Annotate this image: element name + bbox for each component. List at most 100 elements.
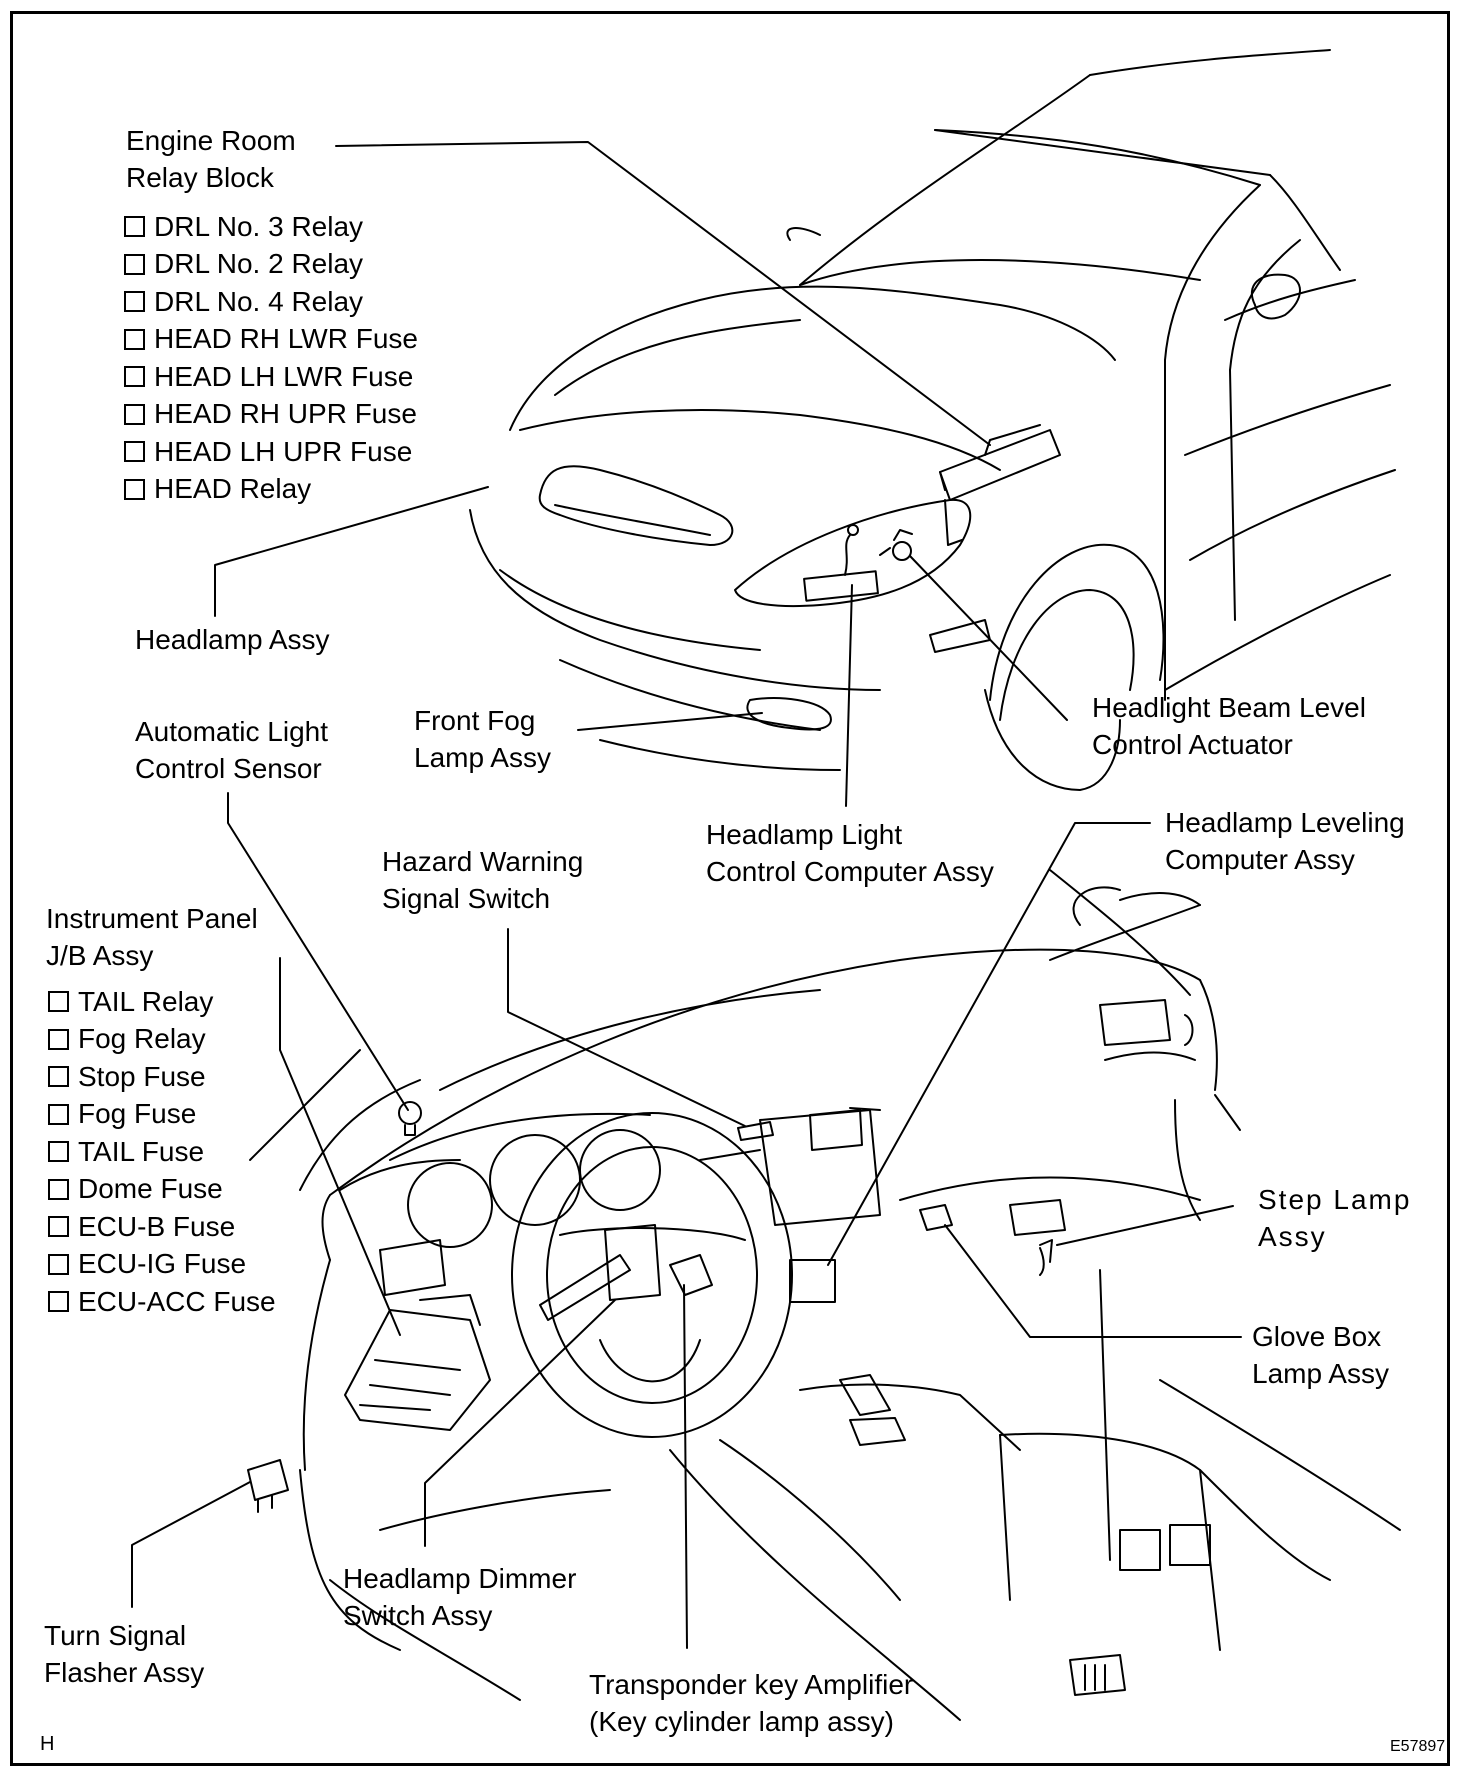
list-item: HEAD LH UPR Fuse — [124, 433, 418, 471]
list-item-text: DRL No. 2 Relay — [154, 248, 364, 280]
label-line: Front Fog — [414, 705, 536, 736]
label-front-fog-lamp-assy: Front Fog Lamp Assy — [414, 702, 551, 776]
label-line: Engine Room — [126, 125, 296, 156]
list-item: HEAD RH UPR Fuse — [124, 396, 418, 434]
label-line: Lamp Assy — [414, 742, 551, 773]
checkbox-square-icon — [48, 1066, 69, 1088]
checkbox-square-icon — [48, 1141, 69, 1163]
list-item: DRL No. 2 Relay — [124, 246, 418, 284]
label-line: Headlamp Assy — [135, 624, 330, 655]
list-item-text: Stop Fuse — [78, 1060, 206, 1092]
checkbox-square-icon — [124, 291, 145, 313]
label-headlamp-leveling-computer-assy: Headlamp Leveling Computer Assy — [1165, 804, 1405, 878]
checkbox-square-icon — [48, 991, 69, 1013]
label-line: Relay Block — [126, 162, 274, 193]
list-item: Dome Fuse — [48, 1171, 276, 1209]
list-item-text: HEAD LH LWR Fuse — [154, 360, 414, 392]
checkbox-square-icon — [124, 366, 145, 388]
label-line: Control Actuator — [1092, 729, 1293, 760]
list-item-text: HEAD Relay — [154, 473, 312, 505]
label-instrument-panel-jb-assy: Instrument Panel J/B Assy — [46, 900, 258, 974]
list-item-text: ECU-B Fuse — [78, 1210, 236, 1242]
label-line: Headlight Beam Level — [1092, 692, 1366, 723]
checkbox-square-icon — [48, 1178, 69, 1200]
list-item: TAIL Relay — [48, 983, 276, 1021]
label-line: Hazard Warning — [382, 846, 584, 877]
label-line: Turn Signal — [44, 1620, 187, 1651]
label-line: Headlamp Dimmer — [343, 1563, 577, 1594]
checkbox-square-icon — [124, 403, 145, 425]
checkbox-square-icon — [48, 1028, 69, 1050]
list-item: Stop Fuse — [48, 1058, 276, 1096]
label-line: Automatic Light — [135, 716, 328, 747]
engine-room-items-list: DRL No. 3 Relay DRL No. 2 Relay DRL No. … — [124, 208, 418, 508]
checkbox-square-icon — [48, 1103, 69, 1125]
label-line: Assy — [1258, 1221, 1327, 1252]
label-line: (Key cylinder lamp assy) — [589, 1706, 894, 1737]
label-line: Control Sensor — [135, 753, 322, 784]
leader-lines — [131, 141, 1242, 1649]
label-headlamp-assy: Headlamp Assy — [135, 621, 330, 658]
list-item-text: HEAD RH LWR Fuse — [154, 323, 418, 355]
list-item-text: ECU-IG Fuse — [78, 1248, 247, 1280]
label-line: Switch Assy — [343, 1600, 493, 1631]
label-line: Computer Assy — [1165, 844, 1355, 875]
label-headlight-beam-level-control-actuator: Headlight Beam Level Control Actuator — [1092, 689, 1366, 763]
list-item-text: Dome Fuse — [78, 1173, 223, 1205]
checkbox-square-icon — [124, 478, 145, 500]
list-item-text: TAIL Relay — [78, 985, 214, 1017]
list-item: HEAD LH LWR Fuse — [124, 358, 418, 396]
label-glove-box-lamp-assy: Glove Box Lamp Assy — [1252, 1318, 1389, 1392]
list-item: HEAD RH LWR Fuse — [124, 321, 418, 359]
list-item-text: HEAD LH UPR Fuse — [154, 435, 413, 467]
dashboard-outline — [247, 869, 1401, 1721]
list-item-text: TAIL Fuse — [78, 1135, 205, 1167]
car-body-outline — [469, 49, 1396, 791]
checkbox-square-icon — [48, 1253, 69, 1275]
label-line: J/B Assy — [46, 940, 154, 971]
checkbox-square-icon — [124, 253, 145, 275]
checkbox-square-icon — [124, 441, 145, 463]
list-item: DRL No. 3 Relay — [124, 208, 418, 246]
checkbox-square-icon — [48, 1216, 69, 1238]
list-item: Fog Fuse — [48, 1096, 276, 1134]
label-line: Transponder key Amplifier — [589, 1669, 914, 1700]
checkbox-square-icon — [124, 216, 145, 238]
instrument-panel-items-list: TAIL Relay Fog Relay Stop Fuse Fog Fuse … — [48, 983, 276, 1321]
list-item-text: DRL No. 4 Relay — [154, 285, 364, 317]
list-item: ECU-B Fuse — [48, 1208, 276, 1246]
label-line: Instrument Panel — [46, 903, 258, 934]
list-item-text: ECU-ACC Fuse — [78, 1285, 276, 1317]
list-item: Fog Relay — [48, 1021, 276, 1059]
label-transponder-key-amplifier: Transponder key Amplifier (Key cylinder … — [589, 1666, 913, 1740]
label-line: Headlamp Light — [706, 819, 903, 850]
diagram-frame — [10, 11, 1450, 1766]
label-hazard-warning-signal-switch: Hazard Warning Signal Switch — [382, 843, 583, 917]
list-item: TAIL Fuse — [48, 1133, 276, 1171]
list-item-text: HEAD RH UPR Fuse — [154, 398, 417, 430]
list-item: HEAD Relay — [124, 471, 418, 509]
label-line: Headlamp Leveling — [1165, 807, 1405, 838]
label-turn-signal-flasher-assy: Turn Signal Flasher Assy — [44, 1617, 204, 1691]
label-engine-room-relay-block: Engine Room Relay Block — [126, 122, 296, 196]
list-item: ECU-ACC Fuse — [48, 1283, 276, 1321]
list-item: ECU-IG Fuse — [48, 1246, 276, 1284]
label-line: Step Lamp — [1258, 1184, 1412, 1215]
list-item-text: Fog Relay — [78, 1023, 206, 1055]
label-line: Lamp Assy — [1252, 1358, 1389, 1389]
list-item-text: DRL No. 3 Relay — [154, 210, 364, 242]
label-headlamp-light-control-computer-assy: Headlamp Light Control Computer Assy — [706, 816, 994, 890]
label-automatic-light-control-sensor: Automatic Light Control Sensor — [135, 713, 328, 787]
label-line: Signal Switch — [382, 883, 551, 914]
label-line: Flasher Assy — [44, 1657, 205, 1688]
checkbox-square-icon — [48, 1291, 69, 1313]
label-headlamp-dimmer-switch-assy: Headlamp Dimmer Switch Assy — [343, 1560, 576, 1634]
label-step-lamp-assy: Step Lamp Assy — [1258, 1181, 1411, 1255]
checkbox-square-icon — [124, 328, 145, 350]
corner-mark-left: H — [40, 1733, 55, 1755]
label-line: Glove Box — [1252, 1321, 1382, 1352]
label-line: Control Computer Assy — [706, 856, 994, 887]
list-item: DRL No. 4 Relay — [124, 283, 418, 321]
list-item-text: Fog Fuse — [78, 1098, 197, 1130]
